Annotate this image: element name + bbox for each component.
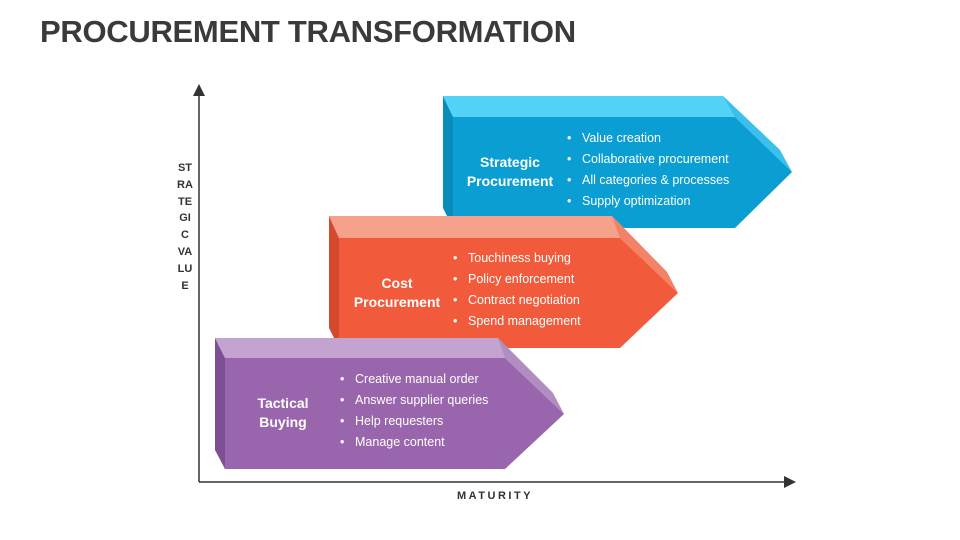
stage-tactical-side-face	[215, 338, 225, 469]
list-item: Answer supplier queries	[339, 390, 488, 411]
x-axis-label: MATURITY	[456, 490, 533, 502]
list-item: All categories & processes	[566, 170, 729, 191]
stage-strategic-right-bevel	[723, 96, 792, 172]
list-item: Manage content	[339, 432, 488, 453]
stage-cost-top-face	[329, 216, 667, 272]
list-item: Policy enforcement	[452, 269, 581, 290]
list-item: Value creation	[566, 128, 729, 149]
stage-cost-side-face	[329, 216, 339, 348]
list-item: Help requesters	[339, 411, 488, 432]
stage-strategic-top-face	[443, 96, 780, 150]
stage-strategic-name-line1: Strategic	[480, 154, 540, 170]
stage-strategic-name: Strategic Procurement	[455, 153, 565, 191]
list-item: Touchiness buying	[452, 248, 581, 269]
stage-strategic-side-face	[443, 96, 453, 228]
stage-strategic-name-line2: Procurement	[466, 173, 554, 189]
stage-tactical-name-line1: Tactical	[257, 395, 309, 411]
list-item: Spend management	[452, 311, 581, 332]
list-item: Supply optimization	[566, 191, 729, 212]
stage-tactical-name: Tactical Buying	[228, 394, 338, 432]
stage-tactical-right-bevel	[498, 338, 564, 414]
stage-tactical-bullets: Creative manual order Answer supplier qu…	[339, 369, 488, 453]
list-item: Collaborative procurement	[566, 149, 729, 170]
stage-cost-name-line1: Cost	[381, 275, 413, 291]
y-axis-label: STRATEGIC VALUE	[177, 162, 193, 292]
stage-cost-name-line2: Procurement	[353, 294, 441, 310]
stage-tactical-top-face	[215, 338, 553, 393]
list-item: Contract negotiation	[452, 290, 581, 311]
stage-cost-right-bevel	[612, 216, 678, 293]
stage-cost-bullets: Touchiness buying Policy enforcement Con…	[452, 248, 581, 332]
list-item: Creative manual order	[339, 369, 488, 390]
stage-strategic-bullets: Value creation Collaborative procurement…	[566, 128, 729, 212]
page-title: PROCUREMENT TRANSFORMATION	[40, 14, 576, 49]
stage-cost-name: Cost Procurement	[342, 274, 452, 312]
stage-tactical-name-line2: Buying	[259, 414, 307, 430]
